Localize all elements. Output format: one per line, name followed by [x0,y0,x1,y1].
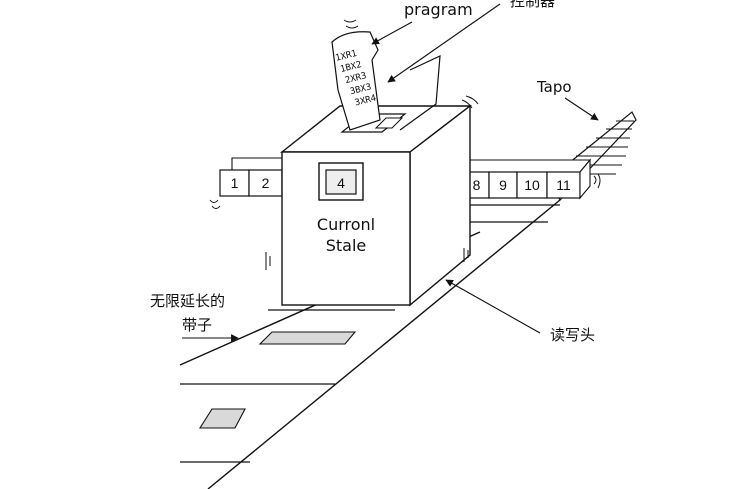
tape-cell-marked [258,331,357,345]
program-label: pragram [404,0,473,19]
tape-cell-symbol: 2 [262,175,270,191]
machine-box: 4 Curronl Stale [265,95,479,307]
tape-cell [248,169,283,197]
tape-cell-symbol: 10 [524,177,540,193]
state-display [325,169,357,195]
tape-cell-marked [199,408,246,429]
left-tape-cells: 1 2 [209,157,286,209]
tape-arrow [564,97,599,121]
state-label-line1: Curronl [317,215,375,234]
tape-cell [516,171,548,199]
infinite-tape-label-line2: 带子 [182,316,212,334]
read-write-head-label: 读写头 [550,326,595,344]
program-arrow [371,21,413,45]
tape-label: Tapo [536,78,572,96]
program-strip: 1XR1 1BX2 2XR3 3BX3 3XR4 [331,19,441,131]
tape-cell-symbol: 11 [556,177,571,193]
state-label-line2: Stale [326,236,367,255]
current-state-value: 4 [337,175,345,191]
program-slot-opening [374,117,404,129]
read-write-head-arrow [445,279,541,334]
infinite-tape-label-line1: 无限延长的 [150,292,225,310]
tape-cell-symbol: 1 [231,175,239,191]
tape-edge-right [207,199,561,489]
controller-arrow [387,3,501,83]
controller-label: 控制器 [510,0,555,10]
tape-cell-symbol: 8 [473,177,481,193]
tape-cell-symbol: 9 [499,177,507,193]
